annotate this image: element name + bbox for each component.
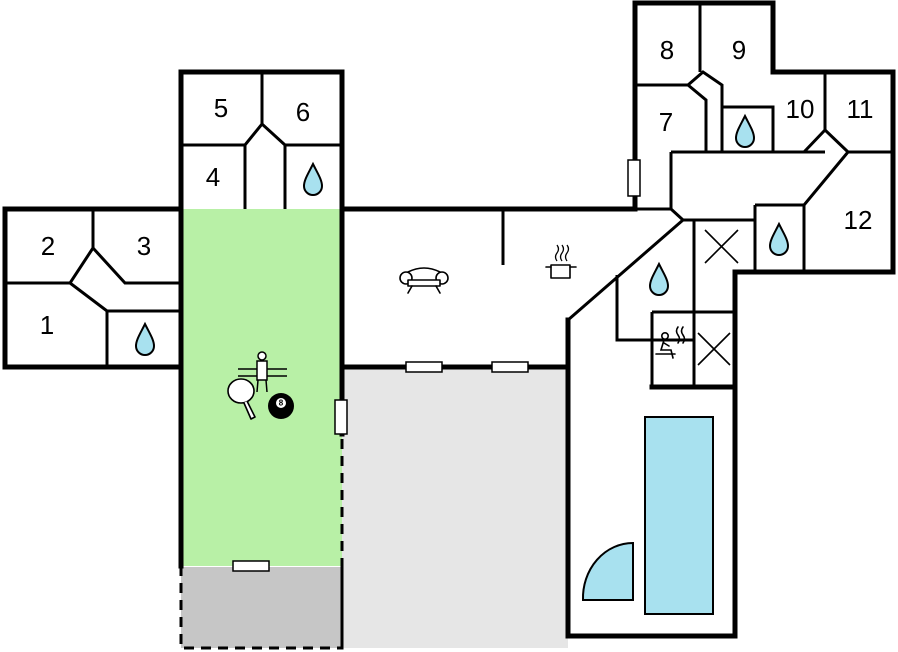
room-label-7: 7 bbox=[659, 107, 673, 137]
water-drop-icon bbox=[648, 261, 670, 296]
activity-room-area bbox=[181, 209, 342, 566]
carport-outline bbox=[179, 434, 344, 650]
billiard-ball-number: 8 bbox=[279, 399, 284, 408]
billiard-ball-icon: 8 bbox=[268, 393, 294, 419]
room-label-6: 6 bbox=[296, 97, 310, 127]
cross-icon bbox=[697, 332, 731, 366]
room-label-8: 8 bbox=[660, 35, 674, 65]
sofa-icon bbox=[399, 267, 449, 294]
room-label-2: 2 bbox=[41, 231, 55, 261]
bathroom-icons bbox=[134, 113, 790, 356]
water-drop-icon bbox=[302, 161, 324, 196]
pool-entry-step bbox=[581, 541, 634, 601]
terrace-area bbox=[342, 367, 568, 648]
room-label-3: 3 bbox=[137, 231, 151, 261]
room-label-9: 9 bbox=[732, 35, 746, 65]
window-entrance bbox=[627, 159, 641, 197]
technical-room-icons bbox=[697, 229, 739, 366]
room-label-4: 4 bbox=[206, 162, 220, 192]
room-label-11: 11 bbox=[847, 94, 874, 124]
window-activity-east bbox=[334, 399, 348, 435]
outer-walls bbox=[2, 0, 896, 639]
window-activity-south bbox=[232, 560, 270, 572]
interior-walls bbox=[5, 3, 893, 387]
room-labels: 1 2 3 4 5 6 7 8 9 10 11 12 bbox=[40, 35, 874, 340]
foosball-icon bbox=[238, 351, 287, 393]
cross-icon bbox=[704, 229, 739, 264]
table-tennis-icon bbox=[227, 378, 256, 420]
room-label-5: 5 bbox=[214, 93, 228, 123]
water-drop-icon bbox=[768, 221, 790, 256]
windows bbox=[232, 159, 641, 572]
sauna-icon bbox=[655, 326, 686, 359]
water-drop-icon bbox=[734, 113, 756, 148]
window-living-2 bbox=[491, 361, 529, 373]
room-label-12: 12 bbox=[844, 205, 873, 235]
room-label-1: 1 bbox=[40, 310, 54, 340]
room-label-10: 10 bbox=[786, 94, 815, 124]
water-drop-icon bbox=[134, 321, 156, 356]
window-living-1 bbox=[405, 361, 443, 373]
carport-area bbox=[181, 567, 342, 648]
pool bbox=[644, 416, 714, 615]
cooking-pot-icon bbox=[545, 244, 577, 279]
